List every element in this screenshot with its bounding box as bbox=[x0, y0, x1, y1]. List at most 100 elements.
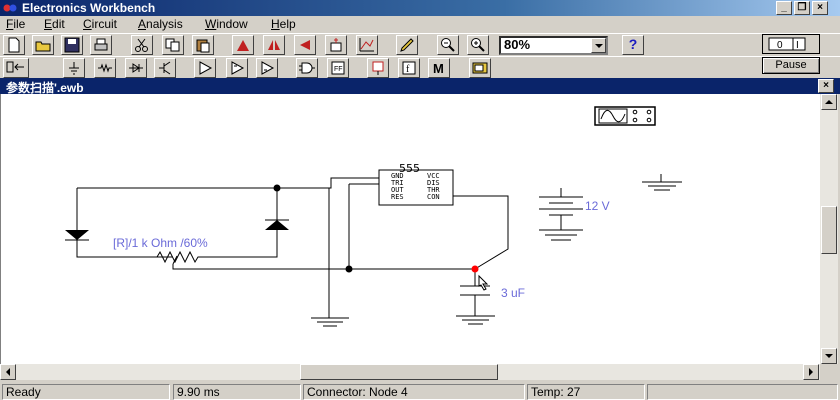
menu-edit[interactable]: Edit bbox=[44, 17, 65, 31]
menu-circuit[interactable]: Circuit bbox=[83, 17, 118, 31]
pause-button[interactable]: Pause bbox=[762, 57, 820, 74]
new-button[interactable] bbox=[3, 35, 25, 55]
minimize-button[interactable]: _ bbox=[776, 1, 792, 15]
new-file-icon bbox=[8, 37, 20, 53]
hand-cursor-icon bbox=[478, 274, 489, 291]
flip-horizontal-button[interactable] bbox=[263, 35, 285, 55]
status-connector: Connector: Node 4 bbox=[303, 384, 525, 400]
node-bottom[interactable] bbox=[345, 265, 353, 273]
schematic bbox=[65, 106, 682, 327]
scroll-right-button[interactable] bbox=[803, 364, 819, 380]
document-close-button[interactable]: × bbox=[818, 79, 834, 93]
flip-vertical-icon bbox=[300, 40, 310, 50]
rotate-button[interactable] bbox=[232, 35, 254, 55]
scroll-left-button[interactable] bbox=[0, 364, 16, 380]
status-state: Ready bbox=[2, 384, 170, 400]
parts-bin-favorites[interactable] bbox=[3, 58, 29, 78]
pin-thr: THR bbox=[427, 186, 440, 194]
copy-button[interactable] bbox=[162, 35, 184, 55]
battery-label: 12 V bbox=[585, 199, 610, 213]
parts-bin-digital-ics[interactable] bbox=[256, 58, 278, 78]
node-4-selected[interactable] bbox=[471, 265, 479, 273]
wire-wiper bbox=[172, 264, 475, 270]
parts-bin-analog-ics[interactable] bbox=[194, 58, 216, 78]
chevron-down-icon bbox=[825, 354, 833, 358]
battery-12v bbox=[539, 188, 583, 241]
diode-left[interactable] bbox=[65, 230, 89, 240]
opamp-icon bbox=[199, 61, 213, 75]
zoom-in-button[interactable] bbox=[467, 35, 489, 55]
capacitor-label: 3 uF bbox=[501, 286, 526, 300]
zoom-out-button[interactable] bbox=[437, 35, 459, 55]
pin-gnd: GND bbox=[391, 172, 404, 180]
parts-bin-sources[interactable] bbox=[63, 58, 85, 78]
parts-bin-logic-gates[interactable] bbox=[296, 58, 318, 78]
circuit-canvas[interactable]: 555 GND TRI OUT RES VCC DIS THR CON [R]/… bbox=[0, 94, 820, 364]
diode-icon bbox=[129, 63, 143, 73]
misc-m-icon: M bbox=[433, 61, 444, 76]
graph-button[interactable] bbox=[356, 35, 378, 55]
cut-button[interactable] bbox=[131, 35, 153, 55]
power-switch-icon: I0 bbox=[768, 37, 806, 51]
component-properties-button[interactable] bbox=[396, 35, 418, 55]
vertical-scroll-thumb[interactable] bbox=[821, 206, 837, 254]
subcircuit-icon bbox=[330, 38, 342, 52]
horizontal-scroll-thumb[interactable] bbox=[300, 364, 498, 380]
print-button[interactable] bbox=[90, 35, 112, 55]
parts-bin-diodes[interactable] bbox=[125, 58, 147, 78]
close-button[interactable]: × bbox=[812, 1, 828, 15]
parts-bin-indicators[interactable] bbox=[367, 58, 389, 78]
diode-right[interactable] bbox=[265, 220, 289, 230]
digital-ic-icon bbox=[261, 61, 275, 75]
help-button[interactable]: ? bbox=[622, 35, 644, 55]
properties-pencil-icon bbox=[400, 38, 414, 52]
logic-gate-icon bbox=[299, 62, 315, 74]
window-title: Electronics Workbench bbox=[22, 1, 156, 15]
oscilloscope-icon[interactable] bbox=[594, 106, 656, 126]
scroll-down-button[interactable] bbox=[821, 348, 837, 364]
chevron-down-icon[interactable] bbox=[591, 38, 606, 53]
ground-source-icon bbox=[69, 62, 79, 75]
menu-analysis[interactable]: Analysis bbox=[138, 17, 183, 31]
parts-bin-basic[interactable] bbox=[94, 58, 116, 78]
parts-bin-transistors[interactable] bbox=[154, 58, 176, 78]
node-top[interactable] bbox=[273, 184, 281, 192]
flip-vertical-button[interactable] bbox=[294, 35, 316, 55]
zoom-level-select[interactable]: 80% bbox=[499, 36, 608, 55]
chevron-left-icon bbox=[6, 368, 10, 376]
parts-bin-miscellaneous[interactable]: M bbox=[428, 58, 450, 78]
restore-button[interactable]: ❐ bbox=[794, 1, 810, 15]
menu-file[interactable]: File bbox=[6, 17, 26, 31]
subcircuit-button[interactable] bbox=[325, 35, 347, 55]
menu-help[interactable]: Help bbox=[271, 17, 296, 31]
parts-bin-controls[interactable]: f bbox=[398, 58, 420, 78]
instruments-icon bbox=[472, 62, 488, 74]
document-title-bar: 参数扫描'.ewb × bbox=[0, 78, 840, 95]
pin-out: OUT bbox=[391, 186, 404, 194]
potentiometer[interactable] bbox=[153, 250, 201, 264]
parts-bin-toolbar: FF f M bbox=[0, 56, 840, 80]
horizontal-scrollbar[interactable] bbox=[0, 364, 820, 380]
pin-con: CON bbox=[427, 193, 440, 201]
paste-button[interactable] bbox=[192, 35, 214, 55]
save-button[interactable] bbox=[61, 35, 83, 55]
parts-bin-mixed-ics[interactable] bbox=[226, 58, 248, 78]
menu-window[interactable]: Window bbox=[205, 17, 248, 31]
scroll-up-button[interactable] bbox=[821, 94, 837, 110]
parts-bin-digital[interactable]: FF bbox=[327, 58, 349, 78]
zoom-level-value: 80% bbox=[504, 37, 531, 52]
ground-cap bbox=[456, 315, 495, 325]
status-time: 9.90 ms bbox=[173, 384, 301, 400]
capacitor-3uf bbox=[460, 285, 490, 296]
pin-dis: DIS bbox=[427, 179, 440, 187]
open-button[interactable] bbox=[32, 35, 54, 55]
status-bar: Ready 9.90 ms Connector: Node 4 Temp: 27 bbox=[0, 383, 840, 400]
ground-right bbox=[642, 174, 682, 191]
ic-label: 555 bbox=[399, 162, 420, 175]
wire-left-diode bbox=[76, 188, 173, 258]
ic-555[interactable] bbox=[378, 169, 454, 206]
vertical-scrollbar[interactable] bbox=[820, 94, 838, 364]
ic-pins-right: VCC DIS THR CON bbox=[427, 173, 440, 201]
parts-bin-instruments[interactable] bbox=[469, 58, 491, 78]
